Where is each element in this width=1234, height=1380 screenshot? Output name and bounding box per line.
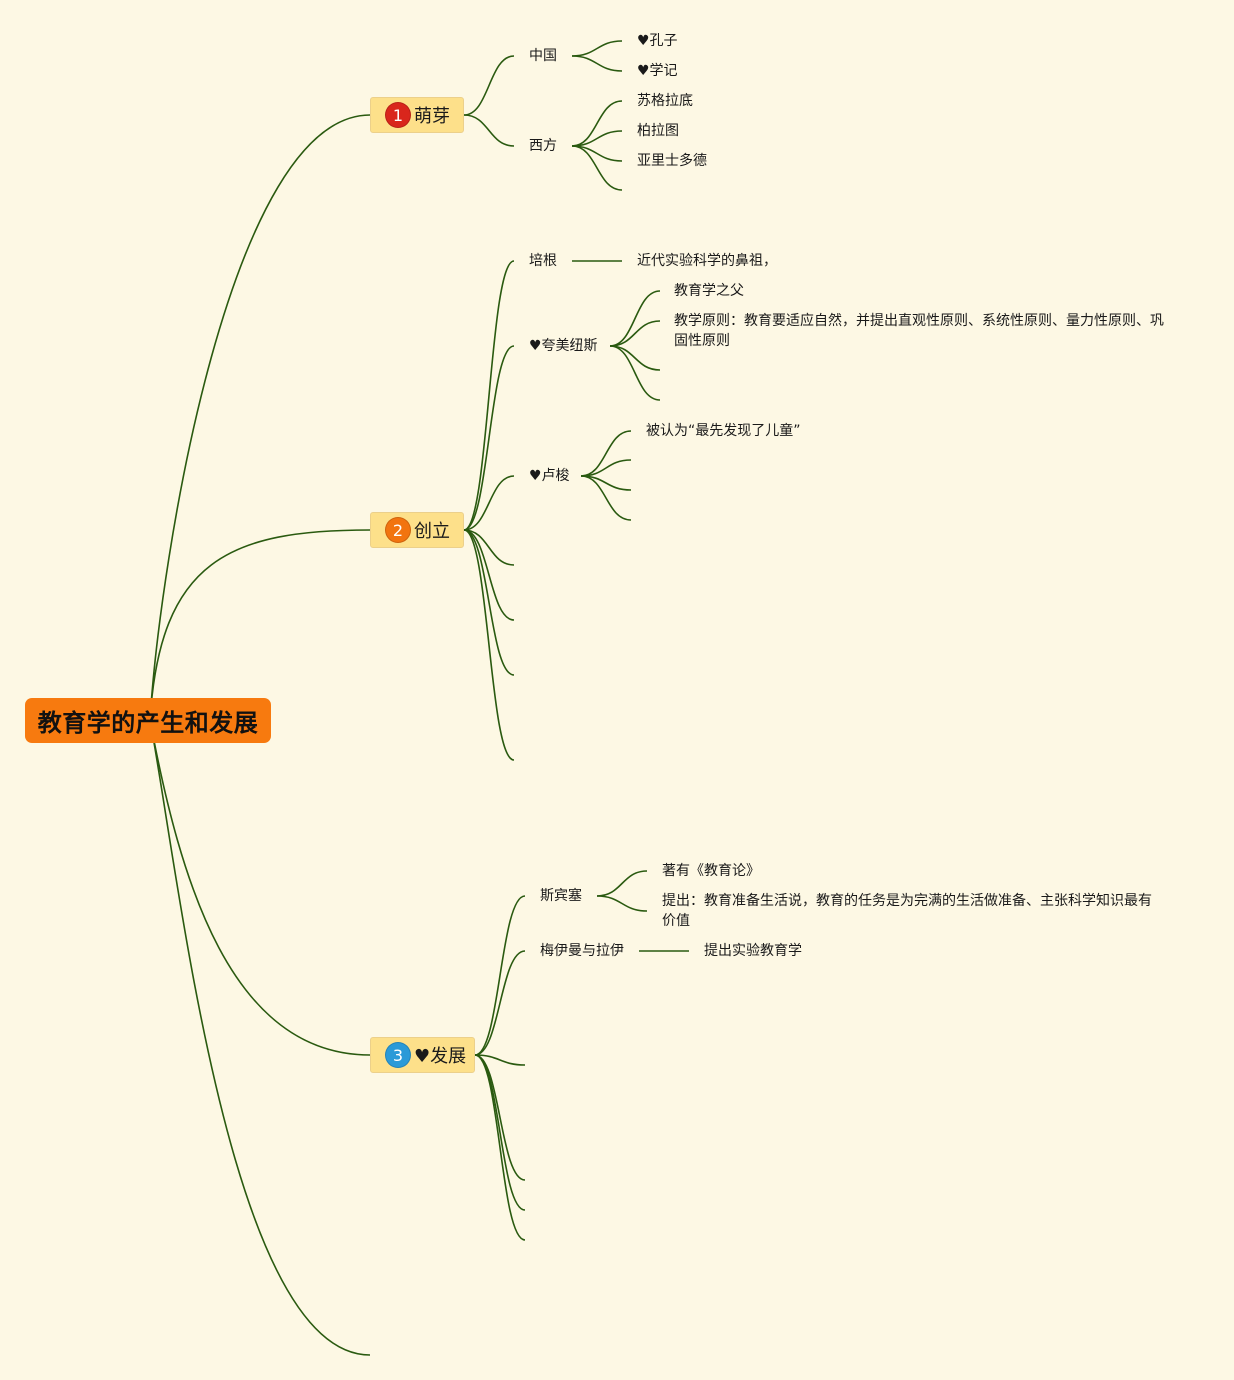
topic-bacon-note[interactable]: 近代实验科学的鼻祖，: [637, 253, 777, 269]
topic-comenius[interactable]: ♥夸美纽斯: [529, 338, 598, 354]
branch-1[interactable]: 1 萌芽: [370, 97, 464, 133]
link-root-empty: [149, 719, 371, 1356]
branch-3-label: ♥发展: [414, 1046, 467, 1067]
link-west-4: [571, 145, 623, 191]
branch-1-label: 萌芽: [414, 106, 450, 127]
link-comenius-1: [609, 290, 661, 347]
link-comenius-2: [609, 320, 661, 347]
topic-rousseau-note[interactable]: 被认为“最先发现了儿童”: [646, 423, 801, 439]
link-rousseau-4: [580, 475, 632, 521]
root-topic-label: 教育学的产生和发展: [37, 709, 259, 737]
topic-socrates[interactable]: 苏格拉底: [637, 93, 693, 109]
branch-3[interactable]: 3 ♥发展: [370, 1037, 475, 1073]
link-b1-west: [463, 114, 515, 147]
topic-spencer-theory[interactable]: 提出：教育准备生活说，教育的任务是为完满的生活做准备、主张科学知识最有价值: [662, 893, 1152, 929]
topic-aristotle[interactable]: 亚里士多德: [637, 153, 707, 169]
link-rousseau-1: [580, 430, 632, 477]
link-b2-e4: [463, 529, 515, 761]
link-b3-spencer: [474, 895, 526, 1056]
topic-comenius-principles[interactable]: 教学原则：教育要适应自然，并提出直观性原则、系统性原则、量力性原则、巩固性原则: [674, 313, 1164, 349]
link-china-2: [571, 55, 623, 72]
topic-spencer-book[interactable]: 著有《教育论》: [662, 863, 760, 879]
topic-west[interactable]: 西方: [529, 138, 557, 154]
priority-3-icon: 3: [385, 1042, 411, 1068]
topic-meumann-lay[interactable]: 梅伊曼与拉伊: [540, 943, 624, 959]
topic-xueji[interactable]: ♥学记: [637, 63, 678, 79]
topic-spencer[interactable]: 斯宾塞: [540, 888, 582, 904]
link-root-branch-2: [149, 529, 371, 721]
link-b3-e1: [474, 1054, 526, 1066]
topic-bacon[interactable]: 培根: [529, 253, 557, 269]
root-topic[interactable]: 教育学的产生和发展: [25, 698, 271, 743]
topic-rousseau[interactable]: ♥卢梭: [529, 468, 570, 484]
link-b2-rousseau: [463, 475, 515, 531]
link-spencer-1: [596, 870, 648, 897]
link-b3-e4: [474, 1054, 526, 1241]
branch-2[interactable]: 2 创立: [370, 512, 464, 548]
link-spencer-2: [596, 895, 648, 912]
link-b1-china: [463, 55, 515, 116]
link-b2-comenius: [463, 345, 515, 531]
link-b2-e2: [463, 529, 515, 621]
link-comenius-4: [609, 345, 661, 401]
topic-experimental-pedagogy[interactable]: 提出实验教育学: [704, 943, 802, 959]
link-west-1: [571, 100, 623, 147]
topic-confucius[interactable]: ♥孔子: [637, 33, 678, 49]
link-b2-bacon: [463, 260, 515, 531]
priority-1-icon: 1: [385, 102, 411, 128]
priority-2-icon: 2: [385, 517, 411, 543]
branch-2-label: 创立: [414, 521, 450, 542]
link-b3-e3: [474, 1054, 526, 1211]
link-root-branch-1: [149, 114, 371, 721]
link-b3-e2: [474, 1054, 526, 1181]
link-china-1: [571, 40, 623, 57]
topic-plato[interactable]: 柏拉图: [637, 123, 679, 139]
link-b2-e3: [463, 529, 515, 676]
link-root-branch-3: [149, 719, 371, 1056]
link-b3-meumann: [474, 950, 526, 1056]
topic-comenius-father[interactable]: 教育学之父: [674, 283, 744, 299]
topic-china[interactable]: 中国: [529, 48, 557, 64]
link-b2-e1: [463, 529, 515, 566]
link-comenius-3: [609, 345, 661, 371]
